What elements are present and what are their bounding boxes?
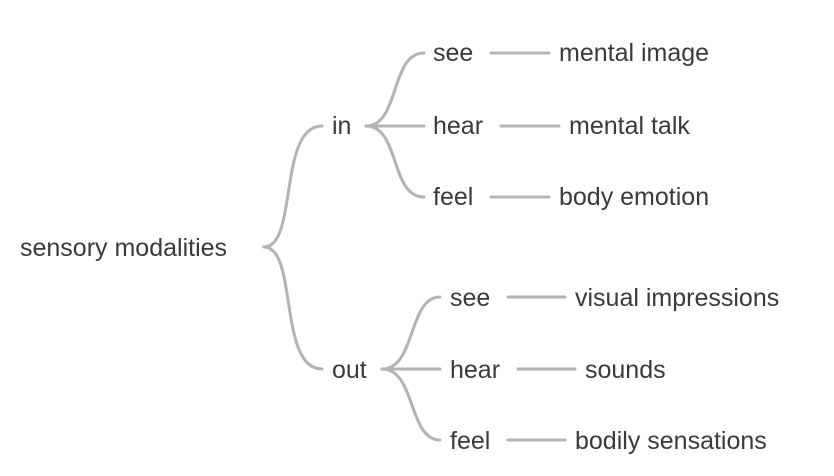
node-out-see-leaf: visual impressions: [575, 284, 779, 312]
edges: [262, 51, 577, 442]
node-out-feel: feel: [450, 427, 490, 455]
node-in-feel-leaf: body emotion: [559, 183, 709, 211]
edge-root-out: [262, 245, 324, 371]
edge-out-see: [380, 295, 442, 371]
node-in-see-leaf: mental image: [559, 39, 709, 67]
nodes: sensory modalities in out see hear feel …: [20, 39, 779, 455]
edge-out-feel: [380, 367, 442, 442]
node-in-see: see: [433, 39, 473, 67]
edge-in-see: [364, 51, 426, 128]
node-out-feel-leaf: bodily sensations: [575, 427, 767, 455]
node-in-hear-leaf: mental talk: [569, 112, 690, 140]
edge-root-in: [262, 124, 324, 249]
node-out: out: [332, 356, 367, 384]
node-in-hear: hear: [433, 112, 483, 140]
edge-in-feel: [364, 124, 426, 199]
node-in: in: [332, 112, 351, 140]
node-out-hear-leaf: sounds: [585, 356, 666, 384]
node-in-feel: feel: [433, 183, 473, 211]
node-out-see: see: [450, 284, 490, 312]
node-root: sensory modalities: [20, 234, 227, 262]
node-out-hear: hear: [450, 356, 500, 384]
